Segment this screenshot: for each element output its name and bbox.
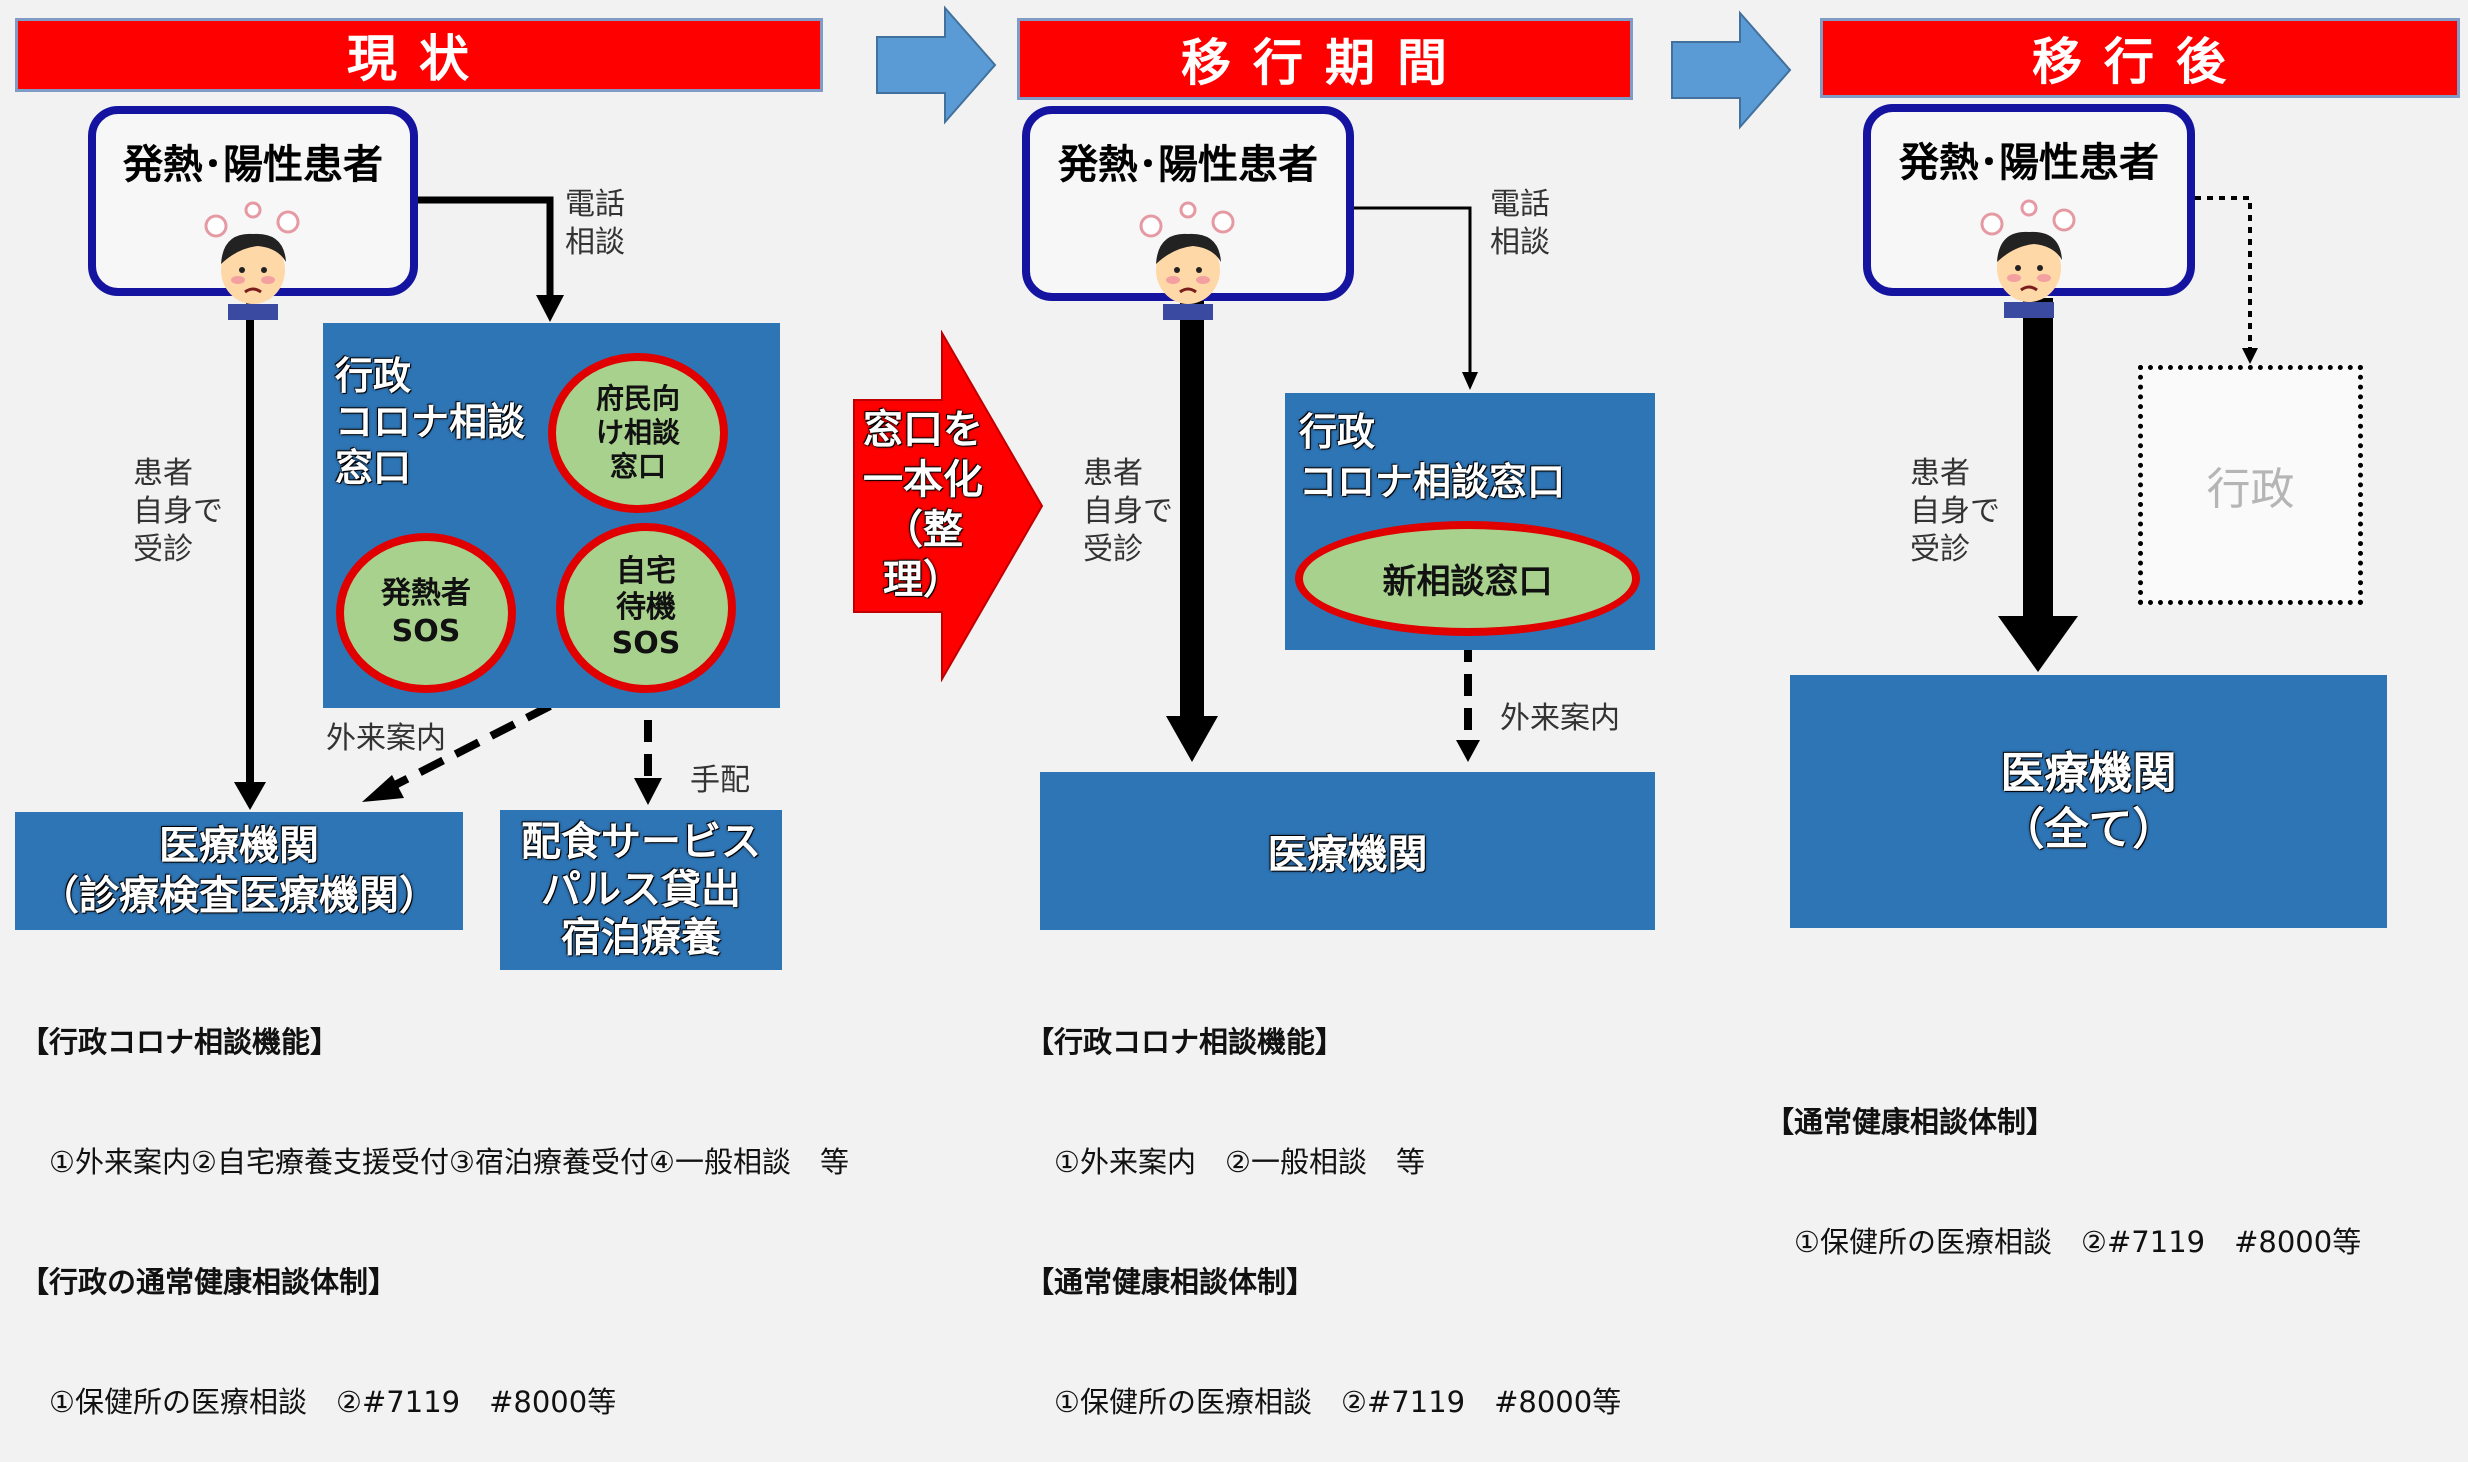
- unify-window-label: 窓口を 一本化 （整理）: [863, 407, 983, 603]
- note-line: ①外来案内 ②一般相談 等: [1025, 1145, 1425, 1179]
- sick-patient-icon: [204, 201, 300, 320]
- phase-header-after: 移行後: [1820, 18, 2460, 98]
- unify-arrow-icon: [853, 330, 1044, 682]
- prefecture-consult-circle: 府民向 け相談 窓口: [548, 353, 728, 513]
- admin-window-title: 行政 コロナ相談窓口: [1299, 410, 1566, 504]
- admin-consult-window: 行政 コロナ相談 窓口 府民向 け相談 窓口 発熱者 SOS 自宅 待機 SOS: [323, 323, 780, 708]
- step-arrow-icon: [876, 5, 997, 125]
- note-line: ①保健所の医療相談 ②#7119 #8000等: [1765, 1225, 2362, 1259]
- arrange-label: 手配: [690, 763, 750, 798]
- note-line: ①保健所の医療相談 ②#7119 #8000等: [20, 1385, 617, 1419]
- admin-consult-window: 行政 コロナ相談窓口 新相談窓口: [1285, 393, 1655, 650]
- medical-institution-box: 医療機関 （診療検査医療機関）: [15, 812, 463, 930]
- outpatient-guide-label: 外来案内: [1500, 701, 1620, 736]
- sick-patient-icon: [1139, 201, 1235, 320]
- patient-label: 発熱･陽性患者: [1899, 140, 2159, 186]
- note-heading: 【通常健康相談体制】: [1765, 1105, 2056, 1139]
- step-arrow-icon: [1671, 10, 1792, 130]
- outpatient-guide-label: 外来案内: [326, 721, 446, 756]
- medical-institution-box: 医療機関 （全て）: [1790, 675, 2387, 928]
- patient-box: 発熱･陽性患者: [1863, 104, 2195, 318]
- services-box: 配食サービス パルス貸出 宿泊療養: [500, 810, 782, 970]
- new-consult-window-circle: 新相談窓口: [1295, 521, 1640, 636]
- phone-consult-label: 電話 相談: [1490, 187, 1550, 260]
- after-notes: 【通常健康相談体制】 ①保健所の医療相談 ②#7119 #8000等: [1765, 1022, 2361, 1302]
- patient-label: 発熱･陽性患者: [123, 142, 383, 188]
- admin-window-title: 行政 コロナ相談 窓口: [335, 354, 526, 490]
- patient-box: 発熱･陽性患者: [1022, 106, 1354, 320]
- phase-header-transition: 移行期間: [1017, 18, 1633, 100]
- phone-consult-label: 電話 相談: [565, 187, 625, 260]
- admin-dotted-box: 行政: [2138, 365, 2363, 605]
- note-heading: 【行政コロナ相談機能】: [1025, 1025, 1345, 1059]
- note-line: ①保健所の医療相談 ②#7119 #8000等: [1025, 1385, 1622, 1419]
- phase-header-current: 現状: [15, 18, 823, 92]
- self-visit-label: 患者 自身で 受診: [1910, 456, 2000, 567]
- patient-box: 発熱･陽性患者: [88, 106, 418, 320]
- self-visit-label: 患者 自身で 受診: [1083, 456, 1173, 567]
- medical-institution-box: 医療機関: [1040, 772, 1655, 930]
- note-heading: 【通常健康相談体制】: [1025, 1265, 1316, 1299]
- note-line: ①外来案内②自宅療養支援受付③宿泊療養受付④一般相談 等: [20, 1145, 849, 1179]
- sick-patient-icon: [1980, 199, 2076, 318]
- self-visit-label: 患者 自身で 受診: [133, 456, 223, 567]
- patient-label: 発熱･陽性患者: [1058, 142, 1318, 188]
- home-wait-sos-circle: 自宅 待機 SOS: [556, 523, 736, 693]
- transition-notes: 【行政コロナ相談機能】 ①外来案内 ②一般相談 等 【通常健康相談体制】 ①保健…: [1025, 942, 1621, 1462]
- note-heading: 【行政コロナ相談機能】: [20, 1025, 340, 1059]
- connector-arrows: [234, 196, 2258, 810]
- fever-sos-circle: 発熱者 SOS: [336, 533, 516, 693]
- note-heading: 【行政の通常健康相談体制】: [20, 1265, 398, 1299]
- current-notes: 【行政コロナ相談機能】 ①外来案内②自宅療養支援受付③宿泊療養受付④一般相談 等…: [20, 942, 849, 1462]
